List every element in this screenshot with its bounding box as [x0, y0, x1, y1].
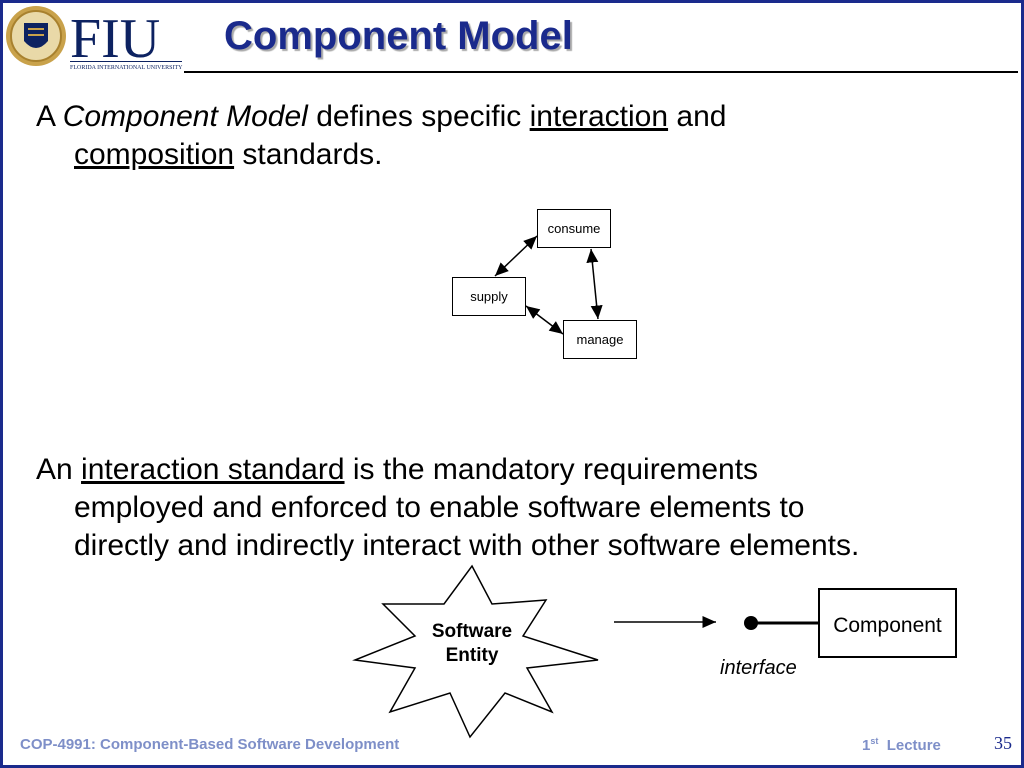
- term-component-model: Component Model: [62, 100, 308, 133]
- fiu-logo: FIU FLORIDA INTERNATIONAL UNIVERSITY: [2, 3, 184, 71]
- arrow-consume-manage: [586, 248, 603, 320]
- arrow-supply-manage: [525, 305, 564, 335]
- term-interaction: interaction: [529, 100, 669, 133]
- logo-subtext: FLORIDA INTERNATIONAL UNIVERSITY: [70, 65, 183, 71]
- footer-lecture: 1st Lecture: [862, 736, 941, 754]
- bullet-component-model: A Component Model defines specific inter…: [36, 100, 727, 171]
- term-composition: composition: [74, 138, 235, 171]
- slide-title: Component Model: [224, 14, 573, 58]
- bullet-interaction-standard: An interaction standard is the mandatory…: [36, 453, 860, 562]
- node-consume: consume: [537, 209, 611, 248]
- component-box: Component: [818, 588, 957, 658]
- term-interaction-standard: interaction standard: [81, 453, 345, 486]
- title-divider: [184, 71, 1018, 73]
- slide-number: 35: [994, 733, 1012, 753]
- software-entity-burst-icon: [352, 564, 599, 739]
- arrow-consume-supply: [494, 235, 538, 277]
- logo-text: FIU: [70, 8, 160, 70]
- software-entity-label: Software Entity: [431, 621, 513, 666]
- interface-label: interface: [720, 657, 797, 679]
- node-supply: supply: [452, 277, 526, 316]
- node-manage: manage: [563, 320, 637, 359]
- university-seal-icon: [6, 6, 66, 66]
- footer-course: COP-4991: Component-Based Software Devel…: [20, 736, 400, 753]
